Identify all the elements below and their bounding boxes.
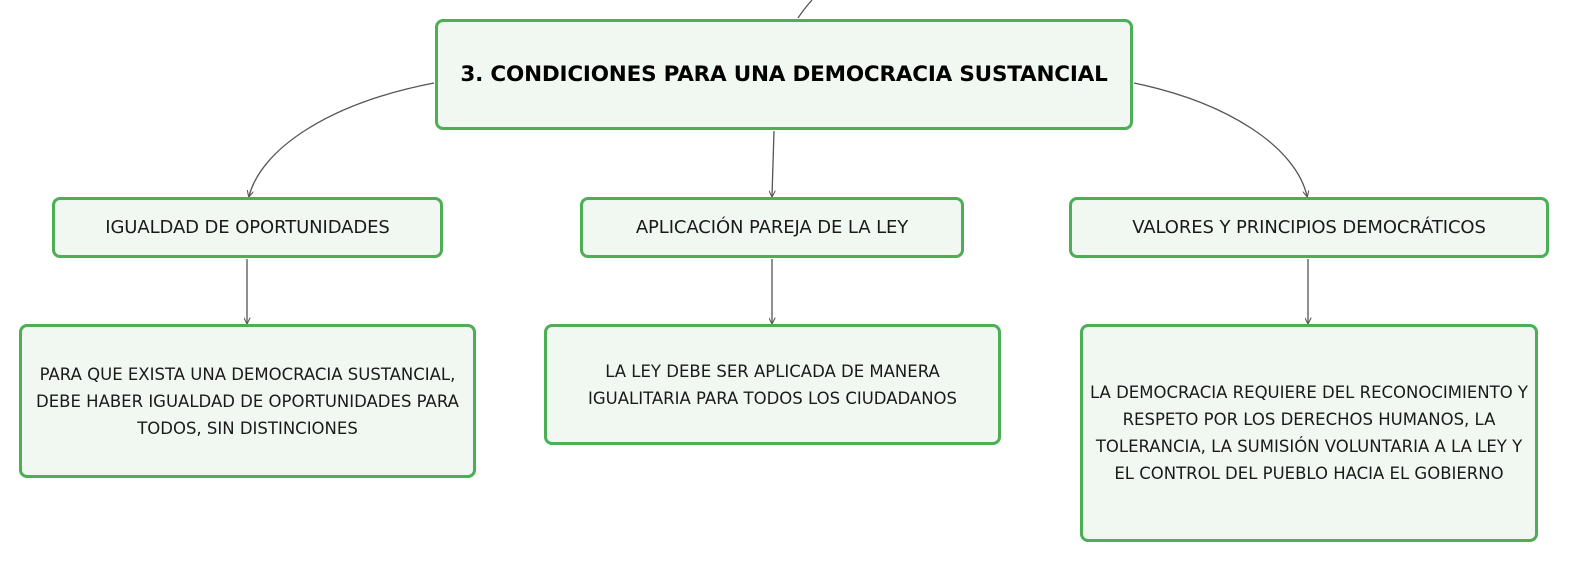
detail-text: LA DEMOCRACIA REQUIERE DEL RECONOCIMIENT… [1089,383,1528,483]
branch-label: IGUALDAD DE OPORTUNIDADES [105,217,390,238]
branch-node-igualdad-oportunidades[interactable]: IGUALDAD DE OPORTUNIDADES [52,197,443,258]
branch-label: VALORES Y PRINCIPIOS DEMOCRÁTICOS [1132,217,1486,238]
root-topic-label: 3. CONDICIONES PARA UNA DEMOCRACIA SUSTA… [460,62,1108,87]
detail-node-aplicacion-ley[interactable]: LA LEY DEBE SER APLICADA DE MANERA IGUAL… [544,324,1001,445]
detail-text: PARA QUE EXISTA UNA DEMOCRACIA SUSTANCIA… [36,364,459,438]
detail-node-igualdad-oportunidades[interactable]: PARA QUE EXISTA UNA DEMOCRACIA SUSTANCIA… [19,324,476,478]
connector-parent-to-root [797,0,813,19]
connector-root-to-branch-1 [249,82,435,196]
branch-node-aplicacion-ley[interactable]: APLICACIÓN PAREJA DE LA LEY [580,197,964,258]
root-topic-node[interactable]: 3. CONDICIONES PARA UNA DEMOCRACIA SUSTA… [435,19,1133,130]
connector-root-to-branch-2 [772,130,774,196]
detail-text: LA LEY DEBE SER APLICADA DE MANERA IGUAL… [588,361,957,408]
branch-node-valores-principios[interactable]: VALORES Y PRINCIPIOS DEMOCRÁTICOS [1069,197,1549,258]
connector-root-to-branch-3 [1133,82,1307,196]
branch-label: APLICACIÓN PAREJA DE LA LEY [635,217,909,238]
detail-node-valores-principios[interactable]: LA DEMOCRACIA REQUIERE DEL RECONOCIMIENT… [1080,324,1538,542]
